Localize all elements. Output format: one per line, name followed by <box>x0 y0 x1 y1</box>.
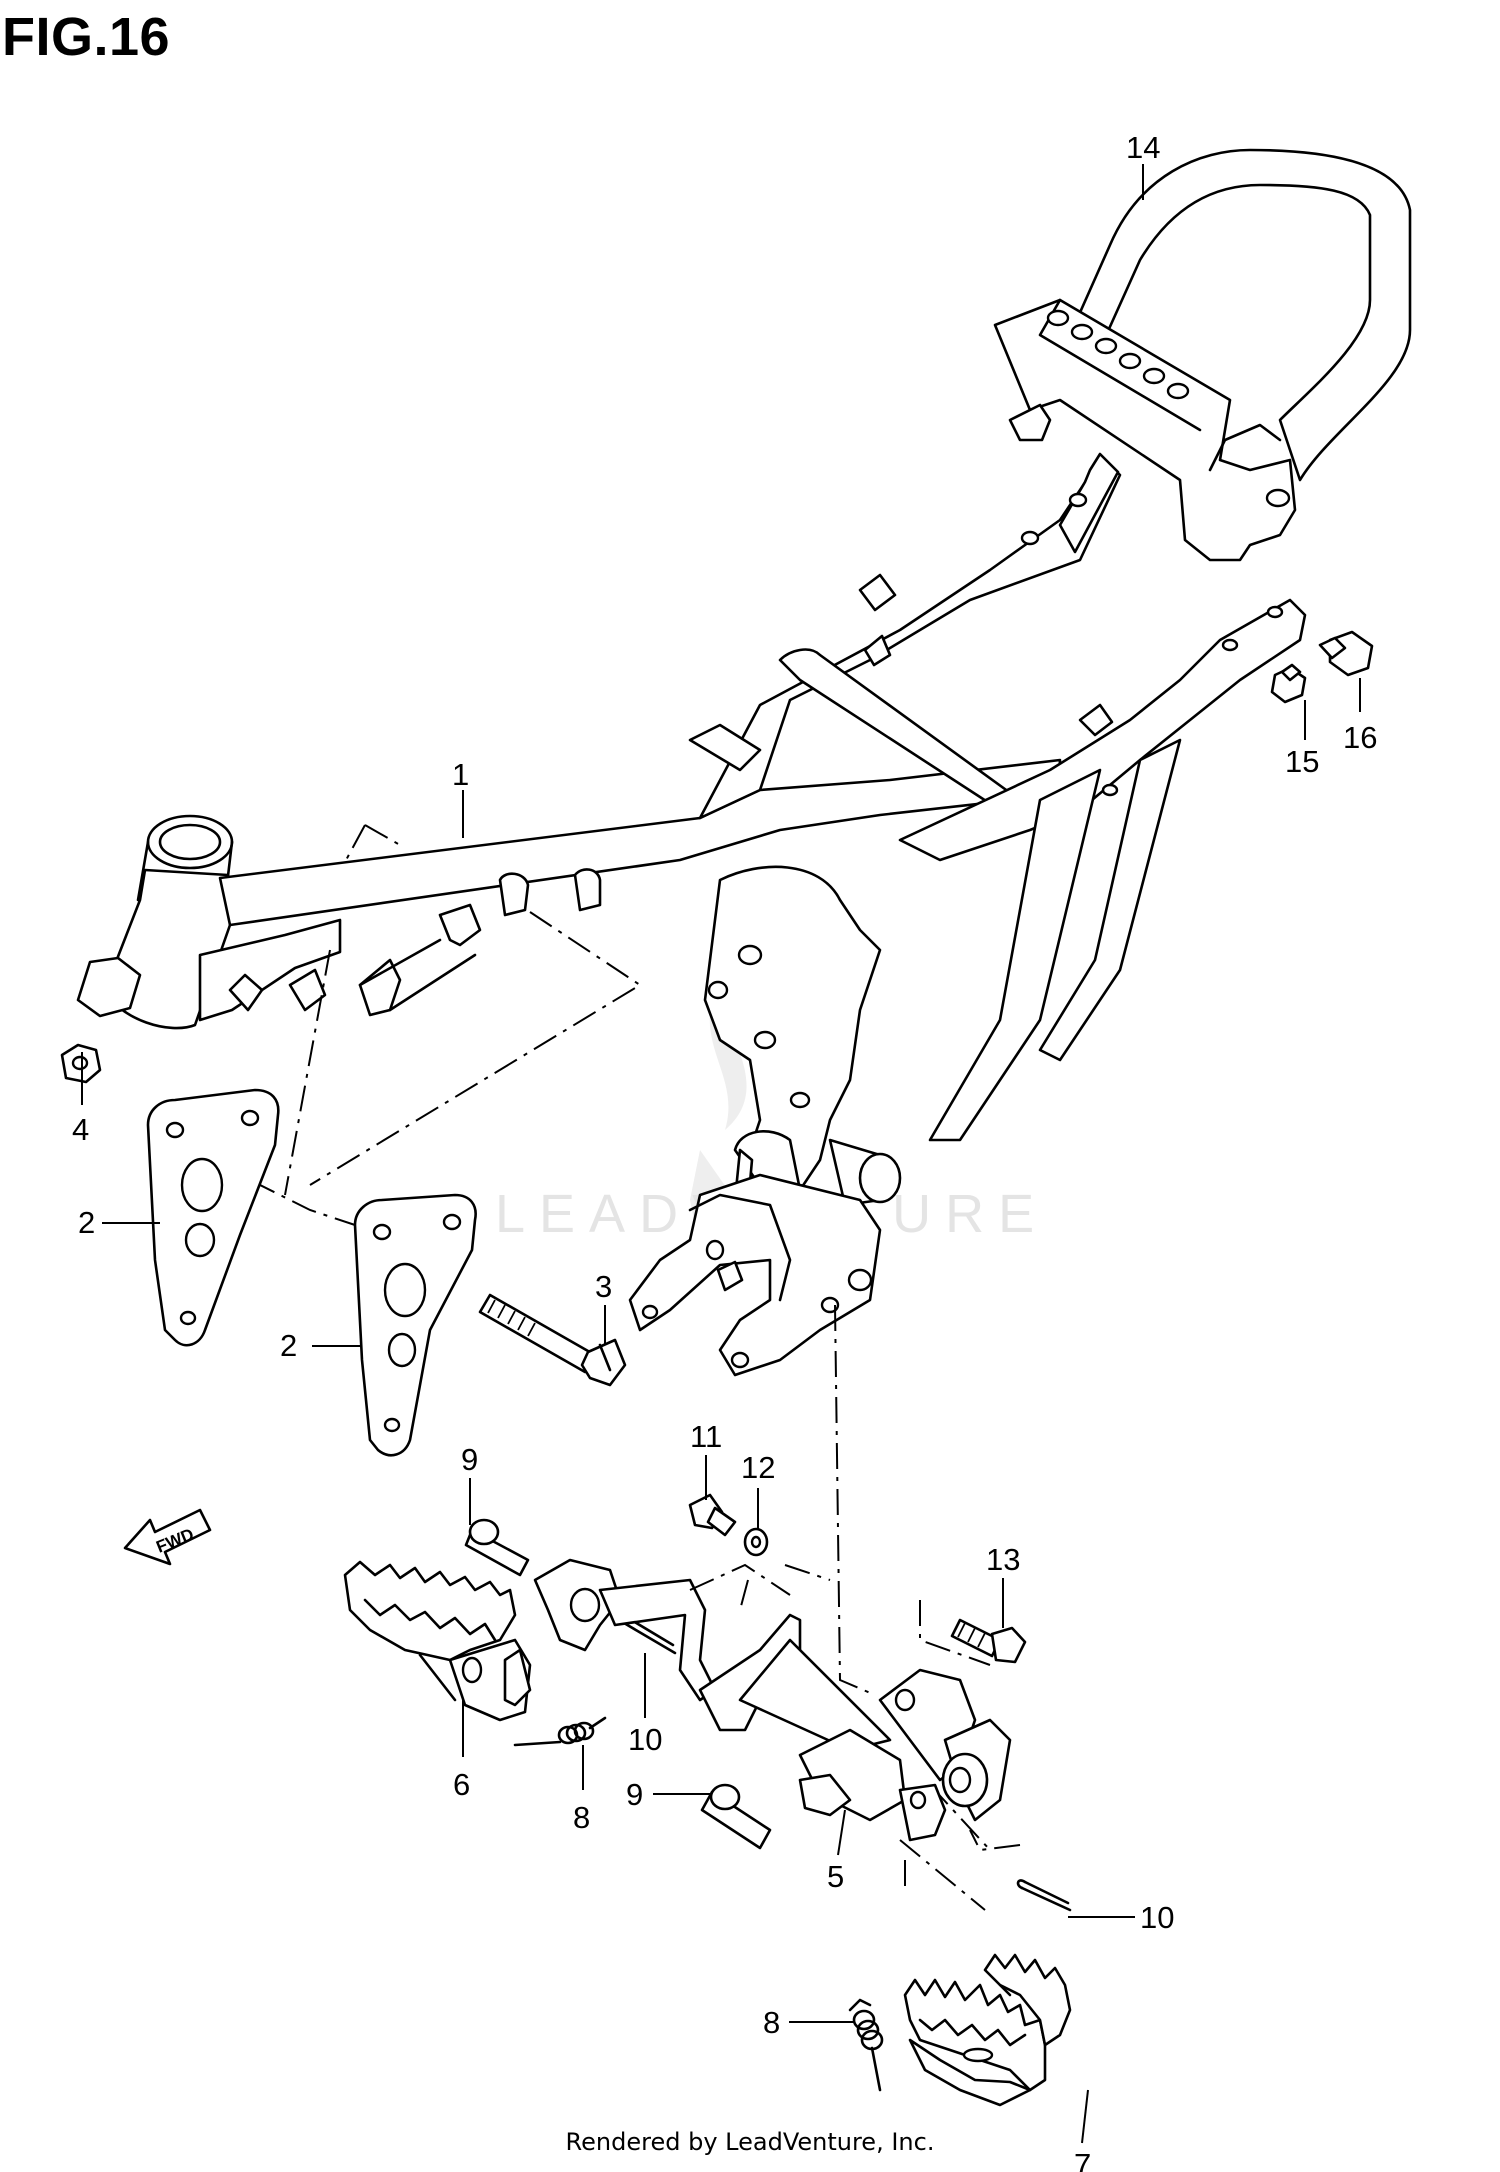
callout-6: 6 <box>453 1767 470 1802</box>
part-13-bolt[interactable] <box>950 1618 1027 1664</box>
callout-9-upper: 9 <box>461 1442 478 1477</box>
part-2-engine-mount-plate-upper[interactable] <box>146 1088 280 1347</box>
callout-13: 13 <box>986 1542 1020 1577</box>
callout-labels: 1 14 15 16 4 2 2 3 9 11 12 13 6 10 8 9 5… <box>72 130 1377 2172</box>
callout-10-right: 10 <box>1140 1900 1174 1935</box>
footer-credit: Rendered by LeadVenture, Inc. <box>565 2128 935 2156</box>
part-1-frame[interactable] <box>76 452 1307 1377</box>
part-11-bolt[interactable] <box>688 1493 737 1537</box>
callout-2-lower: 2 <box>280 1328 297 1363</box>
part-9-pin-lower[interactable] <box>700 1783 772 1850</box>
part-8-spring-lower[interactable] <box>848 1998 884 2092</box>
callout-12: 12 <box>741 1450 775 1485</box>
part-2-engine-mount-plate-lower[interactable] <box>353 1193 477 1457</box>
callout-14: 14 <box>1126 130 1160 165</box>
part-9-pin-upper[interactable] <box>464 1518 530 1577</box>
callout-11: 11 <box>690 1419 722 1454</box>
part-15-bolt[interactable] <box>1270 663 1307 704</box>
alignment-lines-footrest <box>784 1304 1021 1911</box>
callout-7: 7 <box>1074 2147 1091 2172</box>
part-14-grab-handle[interactable] <box>993 148 1412 562</box>
part-5-footrest-bracket-right[interactable] <box>798 1668 1012 1842</box>
fwd-arrow-icon: FWD <box>123 1508 212 1566</box>
callout-9-lower: 9 <box>626 1777 643 1812</box>
callout-1: 1 <box>452 757 469 792</box>
callout-4: 4 <box>72 1112 89 1147</box>
leader-lines <box>81 164 1361 2144</box>
callout-5: 5 <box>827 1859 844 1894</box>
part-3-mount-bolt[interactable] <box>478 1293 627 1387</box>
part-8-spring-upper[interactable] <box>513 1716 607 1747</box>
part-16-bolt[interactable] <box>1318 630 1374 677</box>
callout-8-lower: 8 <box>763 2005 780 2040</box>
part-7-footrest-right[interactable] <box>903 1953 1072 2107</box>
part-6-footrest-left[interactable] <box>343 1560 532 1722</box>
callout-3: 3 <box>595 1269 612 1304</box>
callout-10-left: 10 <box>628 1722 662 1757</box>
callout-8-upper: 8 <box>573 1800 590 1835</box>
figure-title: FIG.16 <box>2 7 171 67</box>
callout-15: 15 <box>1285 744 1319 779</box>
callout-2-upper: 2 <box>78 1205 95 1240</box>
part-12-washer[interactable] <box>743 1527 769 1557</box>
part-10-cotter-pin-right[interactable] <box>1016 1879 1072 1912</box>
callout-16: 16 <box>1343 720 1377 755</box>
footrest-bracket-left[interactable] <box>533 1558 892 1752</box>
